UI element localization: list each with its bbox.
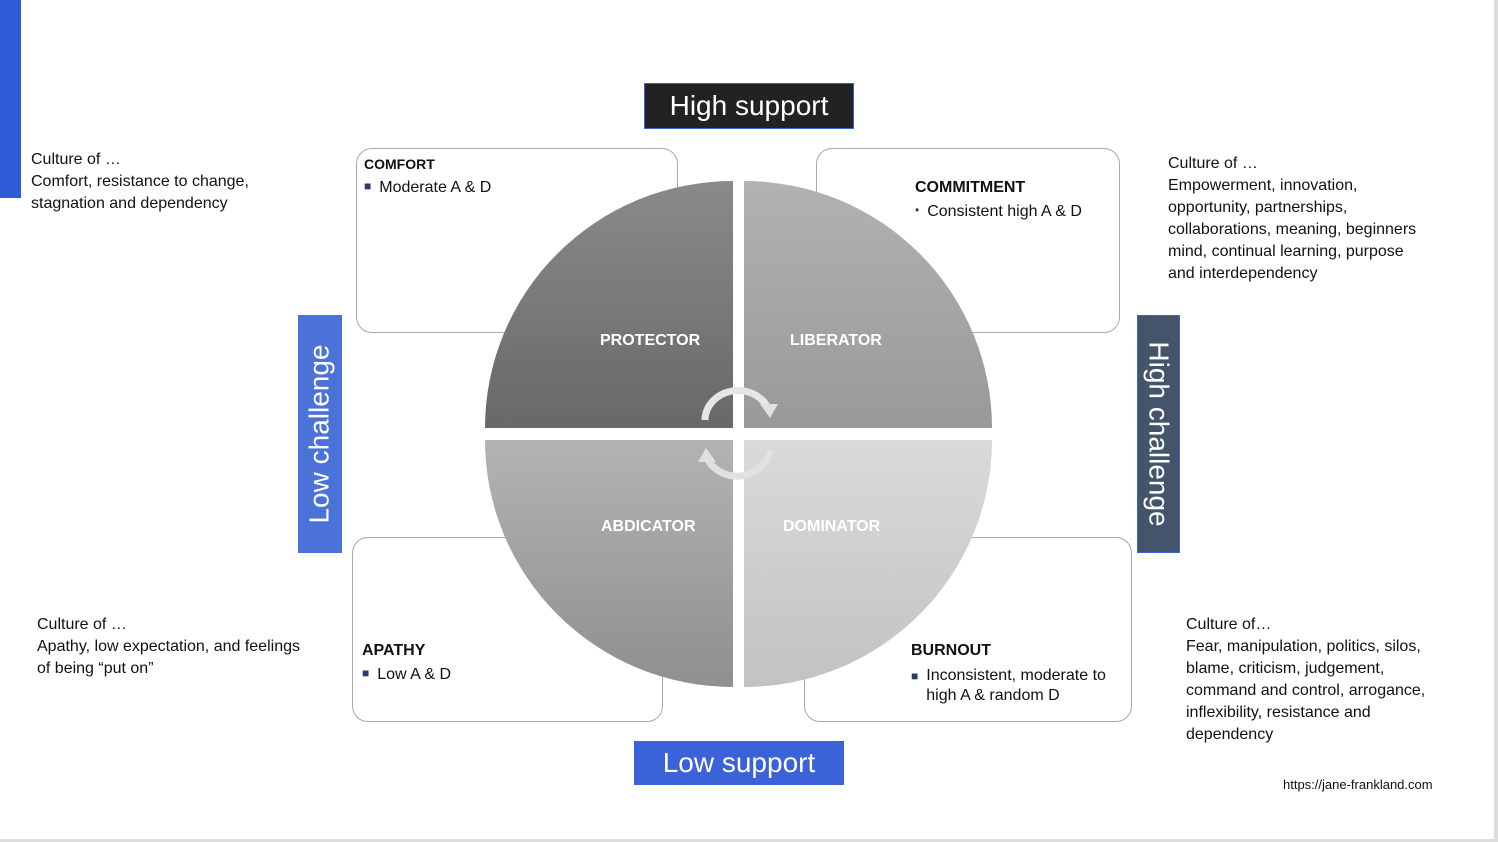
burnout-title: BURNOUT — [911, 642, 991, 659]
culture-line: blame, criticism, judgement, — [1186, 660, 1385, 677]
cycle-arrow-icon — [704, 449, 774, 480]
bottom-edge — [0, 839, 1498, 842]
dominator-label: DOMINATOR — [783, 518, 881, 535]
culture-line: Culture of … — [37, 616, 127, 633]
culture-line: Culture of… — [1186, 616, 1272, 633]
credit-link[interactable]: https://jane-frankland.com — [1283, 777, 1433, 792]
culture-line: and interdependency — [1168, 265, 1318, 282]
cycle-arrow-icon — [701, 386, 772, 421]
culture-line: Apathy, low expectation, and feelings — [37, 638, 300, 655]
low-support-label: Low support — [634, 741, 844, 785]
culture-line: stagnation and dependency — [31, 195, 228, 212]
high-support-label: High support — [644, 83, 854, 129]
commitment-bullet-text: Consistent high A & D — [927, 203, 1082, 220]
abdicator-label: ABDICATOR — [601, 518, 696, 535]
abdicator-quadrant — [485, 440, 733, 687]
low-challenge-label: Low challenge — [298, 315, 342, 553]
culture-line: inflexibility, resistance and — [1186, 704, 1371, 721]
commitment-bullet: •Consistent high A & D — [915, 203, 1082, 220]
apathy-bullet-text: Low A & D — [377, 666, 452, 683]
high-challenge-label: High challenge — [1137, 315, 1180, 553]
apathy-bullet: ■Low A & D — [362, 666, 452, 683]
culture-line: Fear, manipulation, politics, silos, — [1186, 638, 1421, 655]
culture-line: command and control, arrogance, — [1186, 682, 1426, 699]
culture-line: dependency — [1186, 726, 1274, 743]
right-edge — [1494, 0, 1498, 842]
commitment-title: COMMITMENT — [915, 179, 1026, 196]
comfort-bullet-text: Moderate A & D — [379, 179, 492, 196]
burnout-line: high A & random D — [926, 687, 1060, 704]
culture-top-right: Culture of … Empowerment, innovation, op… — [1168, 153, 1416, 285]
culture-line: opportunity, partnerships, — [1168, 199, 1348, 216]
culture-top-left: Culture of … Comfort, resistance to chan… — [31, 149, 249, 215]
culture-line: Comfort, resistance to change, — [31, 173, 249, 190]
high-challenge-text: High challenge — [1143, 341, 1175, 527]
cycle-arrow-head-icon — [698, 448, 716, 462]
culture-line: Empowerment, innovation, — [1168, 177, 1358, 194]
comfort-title: COMFORT — [364, 156, 435, 172]
protector-label: PROTECTOR — [600, 332, 701, 349]
comfort-bullet: ■Moderate A & D — [364, 179, 492, 196]
culture-line: of being “put on” — [37, 660, 154, 677]
low-challenge-text: Low challenge — [304, 344, 335, 524]
culture-line: collaborations, meaning, beginners — [1168, 221, 1417, 238]
culture-line: Culture of … — [31, 151, 121, 168]
culture-line: mind, continual learning, purpose — [1168, 243, 1404, 260]
culture-line: Culture of … — [1168, 155, 1258, 172]
burnout-line: Inconsistent, moderate to — [926, 667, 1106, 684]
liberator-quadrant — [744, 181, 992, 428]
protector-quadrant — [485, 181, 733, 428]
cycle-arrow-head-icon — [760, 404, 778, 418]
culture-bottom-left: Culture of … Apathy, low expectation, an… — [37, 614, 300, 680]
liberator-label: LIBERATOR — [790, 332, 882, 349]
culture-bottom-right: Culture of… Fear, manipulation, politics… — [1186, 614, 1425, 746]
left-accent-bar — [0, 0, 21, 198]
apathy-title: APATHY — [362, 642, 426, 659]
dominator-quadrant — [744, 440, 992, 687]
